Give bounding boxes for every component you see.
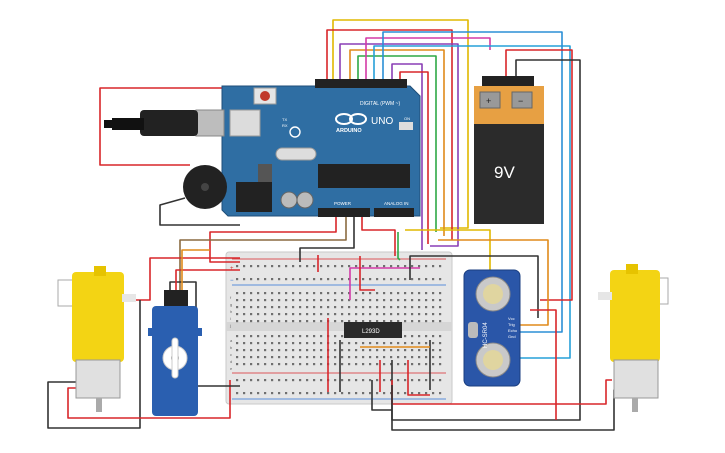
battery-red-wire xyxy=(505,49,573,301)
sensor-pin-label: Gnd xyxy=(508,334,516,339)
battery-9v: + − 9V xyxy=(474,76,544,224)
wire-purple-2 xyxy=(391,63,423,250)
right-gear-motor xyxy=(598,264,669,412)
wire-orange-top xyxy=(349,49,445,236)
breadboard-row-label: b xyxy=(230,345,233,350)
battery-voltage: 9V xyxy=(494,163,515,182)
wire-blue-top xyxy=(373,45,571,359)
left-motor-black xyxy=(47,300,141,429)
wire-5v-red xyxy=(361,208,396,256)
servo-wire-orange xyxy=(181,249,210,292)
usb-plug xyxy=(104,109,261,137)
tx-label: TX xyxy=(282,117,287,122)
breadboard-row-label: a xyxy=(230,338,233,343)
atmega-chip xyxy=(318,164,410,188)
breadboard-row-label: d xyxy=(230,359,232,364)
rx-label: RX xyxy=(282,123,288,128)
breadboard-row-label: g xyxy=(230,302,232,307)
analog-label: ANALOG IN xyxy=(384,201,409,206)
svg-text:+: + xyxy=(230,266,234,272)
wire-magenta-bb xyxy=(349,267,420,300)
sensor-pin-label: Trig xyxy=(508,322,515,327)
wire-power-red xyxy=(209,208,337,263)
on-label: ON xyxy=(404,116,410,121)
breadboard-row-label: e xyxy=(230,366,233,371)
breadboard-row-label: c xyxy=(230,352,232,357)
arduino-uno-board: ARDUINO UNO DIGITAL (PWM ~) POWER ANALOG… xyxy=(221,79,421,217)
breadboard-row-label: i xyxy=(230,316,231,321)
wire-magenta-top xyxy=(365,37,491,88)
wire-red-top xyxy=(326,29,453,240)
power-header xyxy=(318,208,370,217)
arduino-logo-text: ARDUINO xyxy=(336,128,362,134)
chip-label: L293D xyxy=(362,329,380,335)
buzzer-wire-black xyxy=(159,197,240,226)
breadboard-row-label: j xyxy=(229,323,231,328)
svg-text:−: − xyxy=(230,278,234,284)
wire-gnd-black xyxy=(299,208,355,262)
servo-wire-red xyxy=(175,269,240,292)
left-motor-red-2 xyxy=(67,380,231,419)
left-motor-red xyxy=(125,257,240,301)
wire-blue-2 xyxy=(382,31,563,333)
wire-red-bb xyxy=(359,256,375,291)
servo-motor xyxy=(148,290,202,416)
wire-purple-top xyxy=(339,43,459,247)
breadboard-row-label: f xyxy=(230,295,232,300)
svg-text:+: + xyxy=(176,182,180,188)
analog-header xyxy=(374,208,414,217)
wire-green-bb xyxy=(397,232,401,261)
wire-black-sensor xyxy=(409,255,539,318)
l293d-chip: L293D xyxy=(344,322,402,338)
wire-green-top xyxy=(357,55,437,232)
piezo-buzzer: + xyxy=(176,165,227,209)
usb-wire-red xyxy=(99,87,222,166)
arduino-model-text: UNO xyxy=(371,116,393,127)
servo-wire-black xyxy=(169,281,240,387)
arduino-logo xyxy=(335,113,367,125)
sensor-model: HC-SR04 xyxy=(483,322,489,348)
wire-orange-sensor xyxy=(438,239,549,326)
sensor-pin-label: Echo xyxy=(508,328,518,333)
left-gear-motor xyxy=(57,266,136,412)
digital-label: DIGITAL (PWM ~) xyxy=(360,101,400,107)
power-label: POWER xyxy=(334,201,352,206)
battery-plus: + xyxy=(486,96,491,106)
sensor-pin-label: Vcc xyxy=(508,316,515,321)
digital-header xyxy=(315,79,407,88)
breadboard-row-label: h xyxy=(230,309,232,314)
battery-minus: − xyxy=(518,96,523,106)
dc-jack xyxy=(236,182,272,212)
